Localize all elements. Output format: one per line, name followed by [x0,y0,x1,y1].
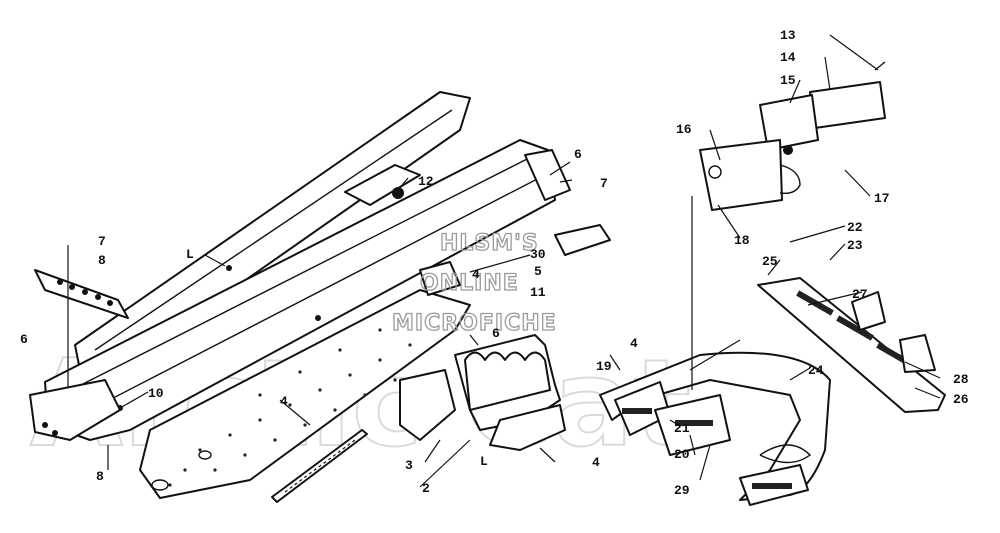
callout-30: 30 [530,247,546,262]
watermark-line1: HLSM'S [440,231,539,256]
callout-28: 28 [953,372,969,387]
watermark-line2: ONLINE [420,271,519,296]
callout-11: 11 [530,285,546,300]
flap-bracket-part [851,291,936,373]
callout-6: 6 [20,332,28,347]
callout-19: 19 [596,359,612,374]
upper-rail-part [74,91,471,376]
running-board-part [271,429,368,503]
callout-4: 4 [592,455,600,470]
callout-17: 17 [874,191,890,206]
callout-4: 4 [630,336,638,351]
heat-exchanger-part [399,334,566,451]
callout-5: 5 [534,264,542,279]
leader-lines [67,34,941,488]
rear-bumper-part [599,351,831,506]
callout-27: 27 [852,287,868,302]
callout-L: L [480,454,488,469]
watermark: HLSM'S ONLINE MICROFICHE [391,230,557,336]
callout-7: 7 [600,176,608,191]
callout-8: 8 [96,469,104,484]
callout-14: 14 [780,50,796,65]
callout-13: 13 [780,28,796,43]
callout-labels: 7 8 6 10 8 L 4 12 6 7 4 30 5 11 6 4 19 3… [20,28,969,498]
callout-6: 6 [492,326,500,341]
front-bracket-part [34,269,129,319]
callout-4: 4 [472,267,480,282]
callout-10: 10 [148,386,164,401]
callout-2: 2 [422,481,430,496]
callout-24: 24 [808,363,824,378]
callout-21: 21 [674,421,690,436]
callout-3: 3 [405,458,413,473]
callout-L: L [186,247,194,262]
callout-15: 15 [780,73,796,88]
callout-25: 25 [762,254,778,269]
rear-bracket-part [419,149,611,296]
watermark-line3: MICROFICHE [392,311,557,336]
callout-7: 7 [98,234,106,249]
tunnel-nose-part [29,379,121,441]
callout-6: 6 [574,147,582,162]
callout-12: 12 [418,174,434,189]
callout-16: 16 [676,122,692,137]
callout-26: 26 [953,392,969,407]
taillight-part [699,61,886,211]
callout-8: 8 [98,253,106,268]
callout-23: 23 [847,238,863,253]
callout-4: 4 [280,394,288,409]
callout-22: 22 [847,220,863,235]
callout-29: 29 [674,483,690,498]
callout-18: 18 [734,233,750,248]
callout-20: 20 [674,447,690,462]
